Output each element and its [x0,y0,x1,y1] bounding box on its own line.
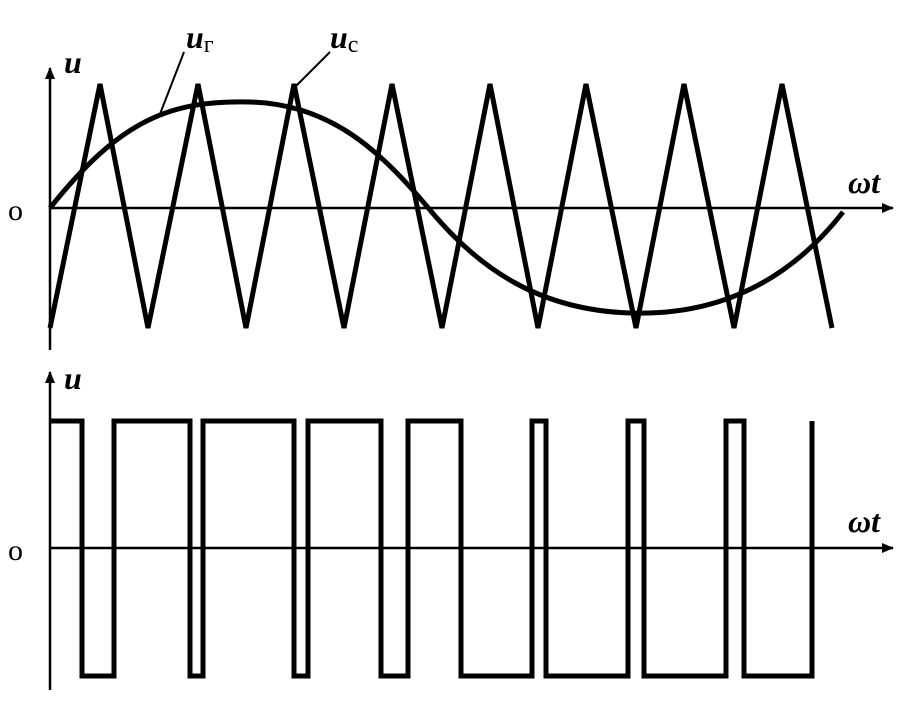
carrier-label-leader [295,51,331,87]
carrier-label: uc [330,19,358,58]
carrier-triangle-wave [47,83,835,329]
top-origin-label: o [8,194,23,227]
modulating-label: uг [186,19,214,58]
modulating-sine-wave [48,99,845,316]
top-panel: u ωt o uг uc [8,19,894,350]
top-y-axis-label: u [64,44,82,80]
top-x-axis-label: ωt [848,164,881,200]
bottom-x-axis-label: ωt [848,503,881,539]
modulating-label-leader [159,51,185,115]
pwm-output-wave [50,418,815,679]
bottom-panel: u ωt o [8,360,894,690]
bottom-origin-label: o [8,534,23,567]
bottom-y-axis-label: u [64,360,82,396]
